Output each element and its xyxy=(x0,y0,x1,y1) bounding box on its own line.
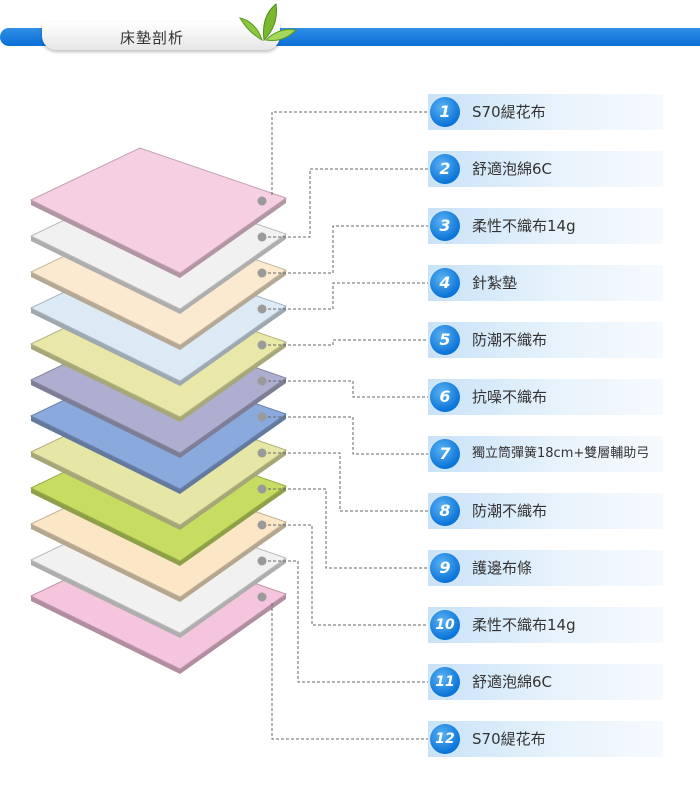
header-tab xyxy=(42,22,280,50)
layer-marker-dot xyxy=(257,484,267,494)
layer-face xyxy=(29,147,288,274)
layer-edge xyxy=(31,558,286,638)
layer-label-text: 抗噪不織布 xyxy=(472,388,548,406)
layer-edge xyxy=(31,378,286,458)
leader-line-11 xyxy=(268,560,428,683)
layer-edge xyxy=(31,306,286,386)
layer-label-text: 柔性不織布14g xyxy=(472,616,576,634)
layer-marker-dot xyxy=(257,448,267,458)
number-badge: 8 xyxy=(430,496,460,526)
layer-label-1: 1 S70緹花布 xyxy=(428,94,663,130)
layer-marker-dot xyxy=(257,412,267,422)
leader-line-7 xyxy=(268,416,428,455)
layer-label-8: 8 防潮不織布 xyxy=(428,493,663,529)
layer-edge xyxy=(31,270,286,350)
layer-label-text: 防潮不織布 xyxy=(472,331,548,349)
layer-label-7: 7 獨立筒彈簧18cm+雙層輔助弓 xyxy=(428,436,663,472)
layer-label-10: 10 柔性不織布14g xyxy=(428,607,663,643)
layer-edge xyxy=(31,450,286,530)
layer-marker-dot xyxy=(257,268,267,278)
leader-line-12 xyxy=(271,603,428,740)
layer-marker-dot xyxy=(257,196,267,206)
layer-label-text: S70緹花布 xyxy=(472,730,546,748)
layer-label-text: 針紮墊 xyxy=(472,274,518,292)
number-badge: 6 xyxy=(430,382,460,412)
layer-edge xyxy=(31,234,286,314)
layer-label-11: 11 舒適泡綿6C xyxy=(428,664,663,700)
number-badge: 9 xyxy=(430,553,460,583)
layer-label-text: 獨立筒彈簧18cm+雙層輔助弓 xyxy=(472,446,650,461)
layer-label-9: 9 護邊布條 xyxy=(428,550,663,586)
number-badge: 11 xyxy=(430,667,460,697)
layer-marker-dot xyxy=(257,340,267,350)
leader-line-4 xyxy=(268,282,428,310)
layer-marker-dot xyxy=(257,592,267,602)
layer-edge xyxy=(31,342,286,422)
layer-marker-dot xyxy=(257,376,267,386)
layer-label-3: 3 柔性不織布14g xyxy=(428,208,663,244)
layer-label-2: 2 舒適泡綿6C xyxy=(428,151,663,187)
layer-marker-dot xyxy=(257,232,267,242)
number-badge: 7 xyxy=(430,439,460,469)
layer-edge xyxy=(31,414,286,494)
leader-line-2 xyxy=(268,168,428,238)
layer-label-12: 12 S70緹花布 xyxy=(428,721,663,757)
number-badge: 1 xyxy=(430,97,460,127)
number-badge: 5 xyxy=(430,325,460,355)
layer-label-text: 護邊布條 xyxy=(472,559,533,577)
number-badge: 4 xyxy=(430,268,460,298)
leader-line-9 xyxy=(268,488,428,569)
leader-line-3 xyxy=(268,225,428,274)
layer-label-4: 4 針紮墊 xyxy=(428,265,663,301)
layer-label-text: 防潮不織布 xyxy=(472,502,548,520)
number-badge: 2 xyxy=(430,154,460,184)
layer-label-text: 柔性不織布14g xyxy=(472,217,576,235)
leader-line-5 xyxy=(268,339,428,346)
number-badge: 12 xyxy=(430,724,460,754)
layer-edge xyxy=(31,198,286,278)
layer-label-6: 6 抗噪不織布 xyxy=(428,379,663,415)
layer-label-5: 5 防潮不織布 xyxy=(428,322,663,358)
layer-label-text: 舒適泡綿6C xyxy=(472,160,553,178)
leader-line-8 xyxy=(268,452,428,512)
leader-line-6 xyxy=(268,380,428,398)
leader-line-1 xyxy=(271,111,428,195)
layer-label-text: S70緹花布 xyxy=(472,103,546,121)
layer-marker-dot xyxy=(257,304,267,314)
number-badge: 10 xyxy=(430,610,460,640)
layer-edge xyxy=(31,522,286,602)
page-title: 床墊剖析 xyxy=(120,29,185,47)
layer-edge xyxy=(31,486,286,566)
leaf-icon xyxy=(238,3,298,42)
layer-label-text: 舒適泡綿6C xyxy=(472,673,553,691)
layer-marker-dot xyxy=(257,556,267,566)
layer-marker-dot xyxy=(257,520,267,530)
layer-edge xyxy=(31,594,286,674)
number-badge: 3 xyxy=(430,211,460,241)
mattress-layer-1 xyxy=(29,147,288,278)
leader-line-10 xyxy=(268,524,428,626)
